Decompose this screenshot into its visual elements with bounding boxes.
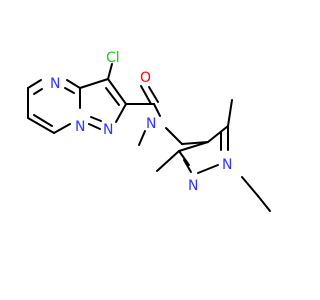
bonds — [27, 63, 271, 212]
bond-c3a-n1 — [66, 79, 81, 89]
bond-c5pz-methyl — [227, 99, 233, 127]
bond-c3-c2 — [107, 78, 127, 105]
atom-nitrogen-pyrimidine: N — [50, 76, 60, 92]
bond-c6-n-bridge — [53, 123, 71, 134]
molecule-structure-canvas: Cl O N N N N N N — [0, 0, 300, 300]
bond-c3a-n1-inner — [64, 87, 75, 94]
bond-c3-c2-inner — [105, 87, 120, 106]
atom-labels: Cl O N N N N N N — [50, 50, 232, 194]
atom-oxygen: O — [140, 70, 151, 86]
bond-n1pz-n2pz — [197, 164, 219, 174]
bond-n1pz-ethyl-ch2 — [241, 176, 259, 197]
bond-c4-n1 — [27, 79, 42, 89]
bond-c3pz-c4pz — [178, 141, 209, 152]
bond-n1-c4-inner — [33, 88, 43, 95]
atom-nitrogen-pyrazole-2: N — [188, 178, 198, 194]
bond-n2pz-c3pz-inner — [183, 159, 192, 173]
diagram-background — [0, 0, 300, 300]
atom-chlorine: Cl — [106, 50, 120, 66]
bond-n-methyl — [138, 130, 146, 146]
bond-c5-c6-inner — [33, 114, 53, 127]
atom-nitrogen-pyrazole-1: N — [222, 157, 232, 173]
molecule-structure-diagram: Cl O N N N N N N — [0, 0, 300, 300]
atom-nitrogen-bridge: N — [75, 119, 85, 135]
bond-n-ring-n-bridge — [88, 123, 101, 130]
bond-c5-c6 — [27, 117, 55, 134]
bond-ethyl-ch2-ch3 — [257, 195, 271, 212]
bond-c3a-c3 — [79, 78, 109, 89]
atom-nitrogen-pyrazole-ring: N — [103, 122, 113, 138]
atom-nitrogen-amide: N — [146, 116, 156, 132]
bond-n-ring-n-bridge-inner — [90, 116, 102, 122]
bond-carbonyl-n — [153, 103, 161, 117]
bond-c3-cl — [107, 63, 113, 80]
bond-carbonyl-o-a — [140, 85, 152, 105]
bond-n2pz-c3pz — [178, 150, 190, 166]
bond-c4pz-c5pz — [207, 125, 229, 143]
bond-n-ch2 — [165, 127, 183, 145]
bond-carbonyl-o-b — [148, 86, 159, 103]
bond-c2-n-ring — [115, 103, 127, 123]
bond-c3pz-methyl — [156, 150, 180, 172]
